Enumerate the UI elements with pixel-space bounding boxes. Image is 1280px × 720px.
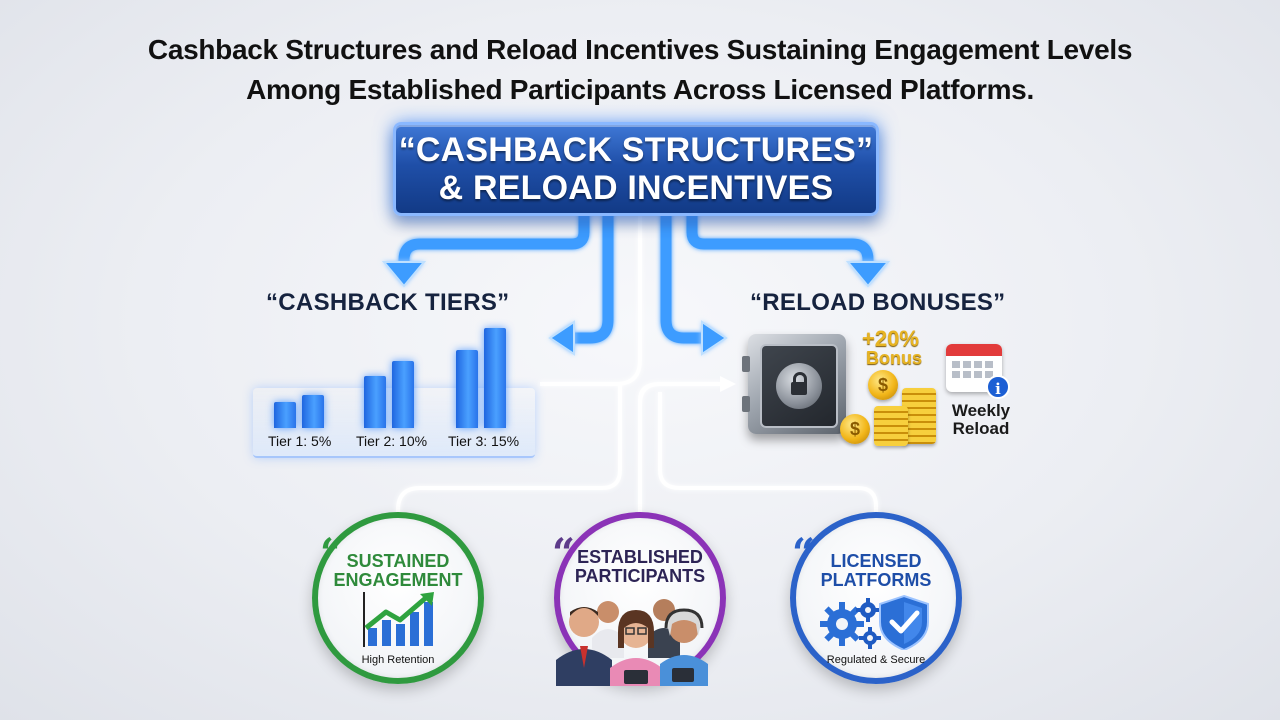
connector-to-right-circle [658, 392, 878, 516]
tier-3-bar-1 [456, 350, 478, 428]
sustained-engagement-title-line-2: ENGAGEMENT [333, 570, 463, 590]
page-title-line-2: Among Established Participants Across Li… [246, 74, 1034, 105]
reload-bonuses-heading: “RELOAD BONUSES” [750, 289, 1006, 316]
quote-mark-icon-3: “ [792, 530, 816, 577]
hero-title-box: “CASHBACK STRUCTURES” & RELOAD INCENTIVE… [393, 122, 879, 216]
quote-mark-icon-2: “ [552, 530, 576, 577]
tier-1-bar-1 [274, 402, 296, 428]
cashback-tiers-heading: “CASHBACK TIERS” [266, 289, 510, 316]
arrowhead-to-reload [720, 376, 736, 392]
white-connectors [396, 216, 878, 516]
established-participants-circle: “ ESTABLISHED PARTICIPANTS [552, 512, 726, 686]
blue-arrows [398, 210, 874, 344]
safe-icon [742, 334, 846, 434]
safe-door [760, 344, 838, 428]
calendar-icon [946, 344, 1002, 392]
coin-stack-small-icon [874, 406, 908, 446]
weekly-reload-label: Weekly Reload [944, 402, 1018, 438]
growth-chart-icon [363, 592, 434, 647]
sustained-engagement-title-line-1: SUSTAINED [346, 551, 450, 571]
connector-to-reload [638, 382, 722, 410]
calendar-grid [946, 356, 1002, 383]
regulated-secure-caption: Regulated & Secure [826, 654, 926, 666]
arrowhead-inner-right [701, 320, 728, 356]
calendar-header [946, 344, 1002, 356]
connector-to-center-circle [638, 382, 661, 512]
tier-3-bar-2 [484, 328, 506, 428]
gear-shield-icon [820, 594, 929, 650]
sustained-engagement-circle: “ SUSTAINED ENGAGEMENT High Retention [312, 512, 484, 684]
blue-arrow-inner-left [566, 210, 614, 344]
high-retention-caption: High Retention [361, 654, 435, 666]
connector-to-left-circle [396, 384, 622, 516]
licensed-platforms-title: LICENSED PLATFORMS [796, 552, 956, 590]
page-title: Cashback Structures and Reload Incentive… [0, 30, 1280, 110]
hero-title-line-1: “CASHBACK STRUCTURES” [398, 131, 874, 169]
padlock-icon [776, 363, 822, 409]
weekly-reload-line-1: Weekly [951, 401, 1011, 420]
hero-title-line-2: & RELOAD INCENTIVES [438, 169, 834, 207]
bonus-word: Bonus [866, 348, 922, 368]
tier-1-bar-2 [302, 395, 324, 428]
dollar-coin-icon: $ [868, 370, 898, 400]
connector-center-trunk [540, 216, 642, 386]
blue-arrow-far-right [686, 210, 874, 278]
people-group-icon [556, 599, 708, 686]
blue-arrowheads [381, 261, 891, 356]
established-participants-title-line-2: PARTICIPANTS [574, 566, 706, 586]
licensed-platforms-title-line-2: PLATFORMS [820, 570, 932, 590]
dollar-coin-icon-2: $ [840, 414, 870, 444]
blue-arrow-inner-right [660, 210, 710, 344]
safe-hinge-top [742, 356, 750, 372]
page-title-line-1: Cashback Structures and Reload Incentive… [147, 34, 1133, 65]
licensed-platforms-title-line-1: LICENSED [830, 551, 922, 571]
blue-arrow-far-left [398, 210, 590, 278]
tier-label-3: Tier 3: 15% [448, 433, 520, 449]
arrowhead-far-left [381, 261, 427, 288]
bonus-percent: +20% [862, 326, 919, 351]
tier-2-bar-1 [364, 376, 386, 428]
established-participants-title: ESTABLISHED PARTICIPANTS [560, 548, 720, 586]
tier-label-1: Tier 1: 5% [268, 433, 332, 449]
safe-hinge-bottom [742, 396, 750, 412]
arrowhead-far-right [845, 261, 891, 288]
tier-2-bar-2 [392, 361, 414, 428]
quote-mark-icon: “ [320, 530, 344, 577]
arrowhead-inner-left [548, 320, 575, 356]
info-icon: i [986, 375, 1010, 399]
licensed-platforms-circle: “ LICENSED PLATFORMS Regulated & Secure [790, 512, 962, 684]
tier-label-2: Tier 2: 10% [356, 433, 428, 449]
weekly-reload-line-2: Reload [952, 419, 1010, 438]
established-participants-title-line-1: ESTABLISHED [577, 547, 703, 567]
sustained-engagement-title: SUSTAINED ENGAGEMENT [318, 552, 478, 590]
